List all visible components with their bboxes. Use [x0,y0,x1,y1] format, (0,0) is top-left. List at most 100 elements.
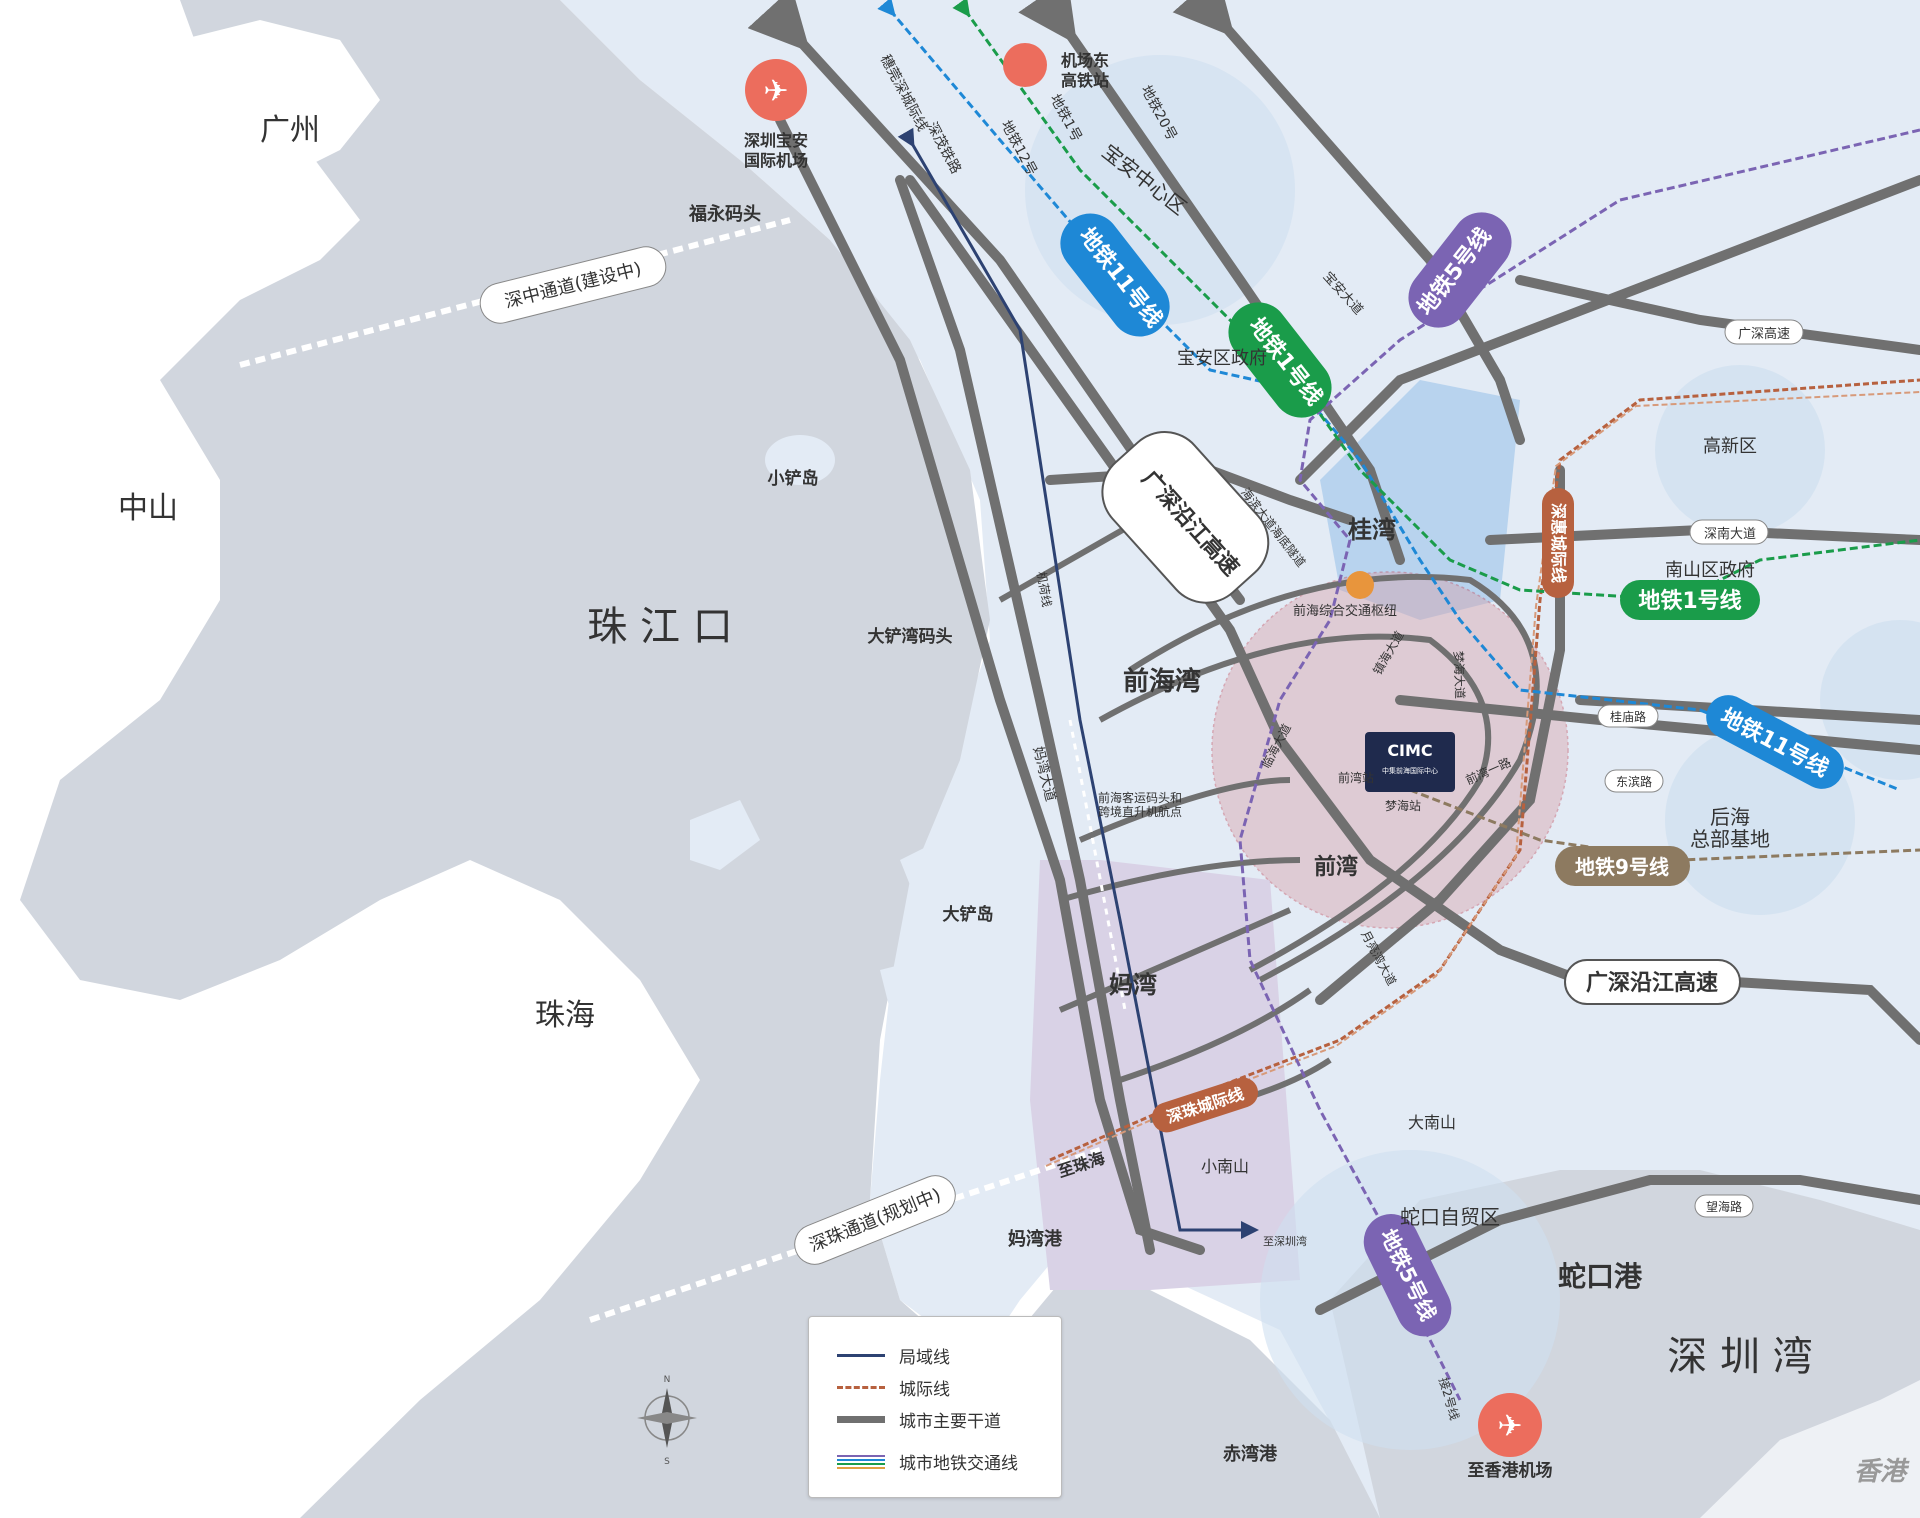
rail-station-icon [1003,43,1047,87]
cimc-building[interactable] [1365,732,1455,792]
label-gaoxin: 高新区 [1703,436,1757,457]
label-ferry-2: 跨境直升机航点 [1098,804,1182,819]
airport-baoan-icon [745,59,807,121]
shenzhong-channel-line [239,217,791,368]
metro-1-line [952,0,1920,602]
label-nanshan-gov: 南山区政府 [1665,560,1755,581]
xiaochan-island-shape [765,435,835,485]
label-road-dongbin: 东滨路 [1616,774,1652,789]
pill-shenhui [1542,488,1574,598]
legend-swatch-intercity [837,1386,885,1389]
local-line-dashed [1068,719,1127,1011]
legend-swatch-metro [837,1454,885,1469]
label-to-hk-airport: 至香港机场 [1468,1460,1553,1481]
label-road-menghai: 梦海大道 [1451,651,1468,700]
pill-guangshen-1 [1101,431,1270,604]
pill-shenzhu-channel [794,1175,956,1265]
label-fuyong: 福永码头 [688,203,761,225]
label-rail-1: 机场东 [1061,51,1109,70]
pearl-river-estuary [20,0,1380,1518]
label-qianwan-station: 前湾站 [1338,770,1374,785]
label-dachanwan: 大铲湾码头 [868,626,953,647]
label-menghai-station: 梦海站 [1385,798,1421,813]
hub-icon [1346,571,1374,599]
legend-swatch-local [837,1354,885,1357]
label-mawan: 妈湾 [1109,971,1157,999]
label-road-gs-2: 广深沿江高速 [1586,970,1718,996]
local-line [897,127,1259,1239]
airport-hk-icon [1478,1393,1542,1457]
label-shekou-port: 蛇口港 [1558,1260,1643,1293]
shenzhu-channel-line [589,1147,1101,1323]
pill-metro1-a [1228,302,1332,418]
label-chiwan-port: 赤湾港 [1223,1443,1278,1465]
pill-text-shenhui: 深惠城际线 [1549,503,1568,583]
guangzhou-land [180,20,380,170]
label-xiaonanshan: 小南山 [1201,1157,1249,1176]
label-road-gs-exp: 广深高速 [1738,326,1790,342]
label-airport-1: 深圳宝安 [744,131,808,150]
label-xiaochan: 小铲岛 [768,468,819,489]
label-guangzhou: 广州 [260,113,320,148]
pill-labels [1060,212,1844,1337]
legend-row-metro: 城市地铁交通线 [837,1449,1018,1474]
label-hongkong: 香港 [1854,1457,1910,1487]
legend-label-intercity: 城际线 [899,1380,950,1400]
plane-glyph-2: ✈ [1497,1409,1522,1444]
pill-guimiao [1597,704,1659,728]
label-cimc-sub: 中集前海国际中心 [1382,766,1438,775]
label-ferry-1: 前海客运码头和 [1098,790,1182,805]
legend-label-road: 城市主要干道 [899,1412,1001,1432]
pill-metro5-a [1408,212,1512,328]
label-mawan-port: 妈湾港 [1008,1228,1063,1250]
label-road-wanghai: 望海路 [1706,1199,1742,1214]
pill-metro5-b [1363,1214,1452,1337]
label-zhongshan: 中山 [118,491,178,526]
label-houhai-2: 总部基地 [1690,827,1770,851]
pill-guangshen-2 [1564,959,1741,1005]
svg-text:S: S [664,1457,670,1467]
label-baoan-gov: 宝安区政府 [1177,348,1267,369]
label-cimc: CIMC [1387,741,1432,760]
legend-label-metro: 城市地铁交通线 [899,1454,1018,1474]
pill-metro11-a [1060,213,1170,337]
hongkong-land [1700,1380,1920,1518]
label-hub: 前海综合交通枢纽 [1293,603,1397,619]
pill-guangshen-exp [1724,319,1804,345]
label-zhuhai: 珠海 [535,998,595,1033]
legend-row-road: 城市主要干道 [837,1407,1001,1432]
pill-text-metro1-b: 地铁1号线 [1638,588,1741,614]
legend-label-local: 局域线 [899,1348,950,1368]
label-dachan-island: 大铲岛 [943,904,994,925]
gaoxin-circle [1655,365,1825,535]
label-airport-2: 国际机场 [744,151,808,170]
label-shenzhen-bay: 深 圳 湾 [1667,1334,1812,1380]
pill-dongbin [1604,769,1664,793]
small-road-labels [479,246,1804,1265]
label-qianwan: 前湾 [1314,854,1358,880]
pill-metro11-b [1706,695,1844,789]
legend-swatch-road [837,1416,885,1423]
svg-text:N: N [664,1375,671,1385]
label-rail-2: 高铁站 [1061,71,1109,90]
island-3 [690,800,760,870]
label-guiwan: 桂湾 [1348,516,1396,544]
pill-shenzhu [1151,1077,1259,1133]
label-road-guimiao: 桂庙路 [1610,709,1646,724]
compass-icon: N S [637,1375,697,1467]
metro-5-line [1238,128,1920,1401]
pill-wanghai [1694,1194,1754,1218]
pill-metro1-b [1620,580,1760,620]
plane-glyph-1: ✈ [763,74,788,109]
legend: 局域线 城际线 城市主要干道 城市地铁交通线 [808,1316,1062,1498]
label-qianhaiwan: 前海湾 [1123,666,1201,697]
pill-text-metro9: 地铁9号线 [1575,855,1669,879]
label-road-shennan: 深南大道 [1704,526,1756,542]
label-pearl-river: 珠 江 口 [587,604,732,650]
label-shekou-ftz: 蛇口自贸区 [1400,1205,1500,1229]
pill-metro9 [1555,846,1690,886]
guiwan-zone [1320,380,1520,620]
intercity-line-a [1049,378,1920,1162]
label-to-shenzhen-bay: 至深圳湾 [1263,1234,1307,1248]
